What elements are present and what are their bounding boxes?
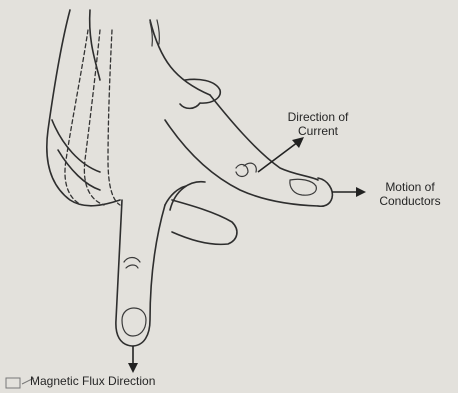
current-label-line2: Current [268,124,368,138]
current-label-line1: Direction of [268,110,368,124]
direction-of-current-label: Direction of Current [268,110,368,138]
motion-label-line1: Motion of [362,180,458,194]
motion-label-line2: Conductors [362,194,458,208]
motion-of-conductors-label: Motion of Conductors [362,180,458,208]
magnetic-flux-direction-label: Magnetic Flux Direction [30,374,260,388]
